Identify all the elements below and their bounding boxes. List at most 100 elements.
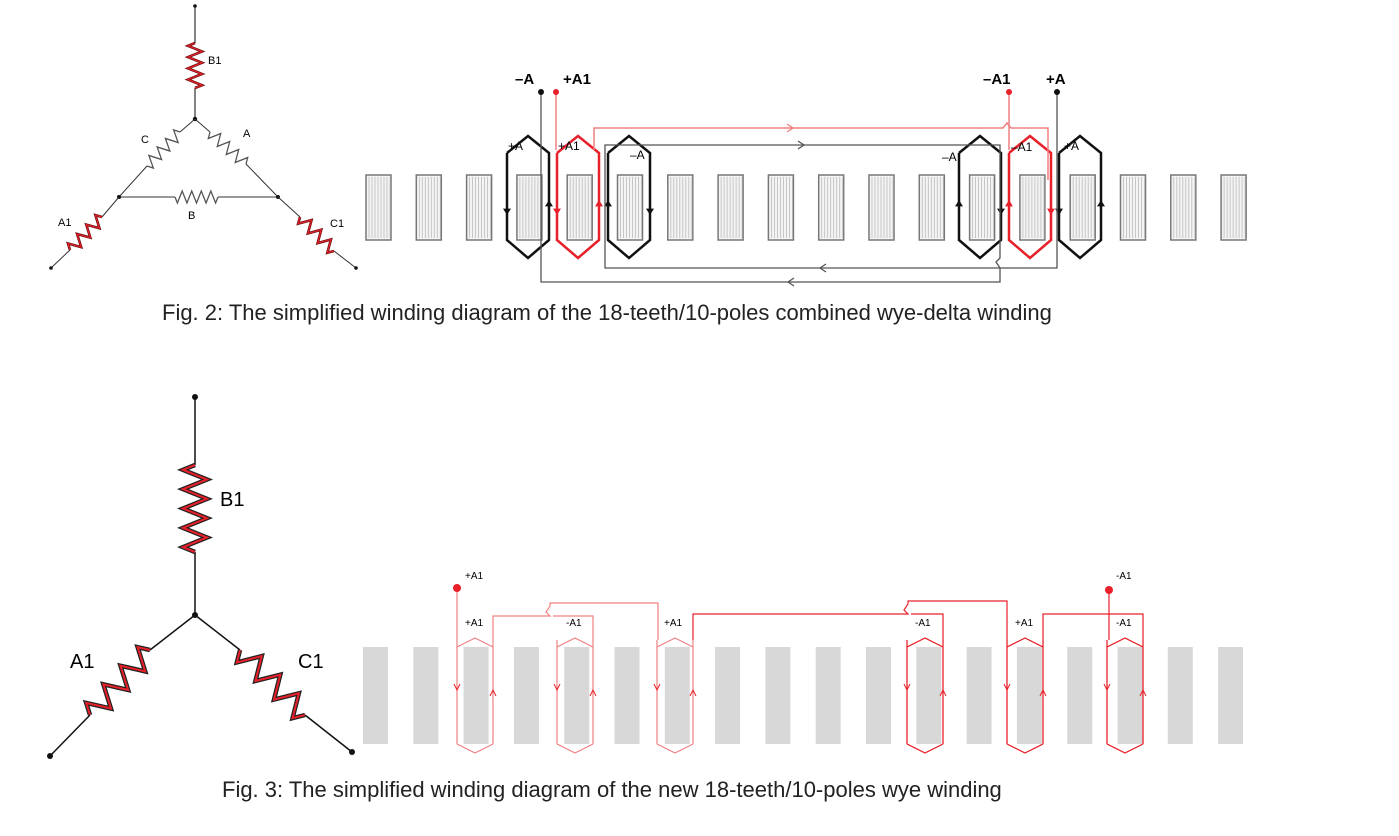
fig2-label-b: B xyxy=(188,210,195,222)
fig3-coil-label: -A1 xyxy=(1116,618,1132,629)
fig3-coil-label: +A1 xyxy=(1015,618,1034,629)
wire xyxy=(692,600,1008,640)
fig2-wye-delta-schematic xyxy=(49,4,358,270)
direction-arrow xyxy=(589,688,597,697)
fig3-coil-label: -A1 xyxy=(915,618,931,629)
fig2-coil-label: –A xyxy=(942,150,957,164)
winding-coil xyxy=(906,743,944,754)
terminal-dot xyxy=(1006,89,1012,95)
winding-coil xyxy=(906,637,944,648)
fig3-label-b1: B1 xyxy=(220,489,244,511)
fig3-wye-schematic xyxy=(47,394,355,759)
terminal-dot xyxy=(49,266,53,270)
wire xyxy=(49,714,91,757)
terminal-dot xyxy=(1054,89,1060,95)
terminal-dot xyxy=(553,89,559,95)
direction-arrow xyxy=(903,683,911,692)
winding-coil xyxy=(556,637,594,648)
winding-coil xyxy=(656,637,694,648)
winding-coil xyxy=(556,743,594,754)
terminal-dot xyxy=(349,749,355,755)
direction-arrow xyxy=(786,123,795,133)
wire xyxy=(492,602,659,640)
stator-tooth xyxy=(1117,647,1143,744)
fig2-coil-label: +A1 xyxy=(558,139,580,153)
coil-c1 xyxy=(297,216,335,254)
stator-tooth xyxy=(463,647,489,744)
fig2-label-a: A xyxy=(243,128,251,140)
wire xyxy=(304,714,353,753)
wire xyxy=(101,196,120,218)
direction-arrow xyxy=(1003,683,1011,692)
winding-coil xyxy=(1006,637,1044,648)
winding-coil xyxy=(456,637,494,648)
fig2-label-c: C xyxy=(141,134,149,146)
wire xyxy=(540,92,1058,283)
winding-coil xyxy=(906,637,944,648)
coil-a1 xyxy=(84,645,151,716)
direction-arrow xyxy=(1139,688,1147,697)
direction-arrow xyxy=(595,200,603,207)
stator-tooth xyxy=(966,647,992,744)
wire xyxy=(911,613,944,640)
winding-coil xyxy=(1057,134,1103,260)
winding-coil xyxy=(1006,637,1044,648)
direction-arrow xyxy=(503,208,511,215)
fig3-coil-label: -A1 xyxy=(566,618,582,629)
stator-tooth xyxy=(1218,647,1244,744)
coil-b xyxy=(174,189,219,205)
stator-tooth xyxy=(664,647,690,744)
direction-arrow xyxy=(689,688,697,697)
fig3-terminal-plus-a1: +A1 xyxy=(465,571,484,582)
fig2-coil-label: –A xyxy=(630,148,645,162)
stator-tooth xyxy=(564,647,590,744)
wire xyxy=(245,163,279,198)
winding-coil xyxy=(555,134,601,260)
terminal-dot xyxy=(192,394,198,400)
terminal-dot xyxy=(354,266,358,270)
terminal-dot xyxy=(453,584,461,592)
fig2-coil-label: –A1 xyxy=(1011,140,1033,154)
fig2-caption: Fig. 2: The simplified winding diagram o… xyxy=(162,300,1052,325)
wire xyxy=(553,615,594,640)
direction-arrow xyxy=(489,688,497,697)
stator-tooth xyxy=(363,647,388,744)
coil-b1 xyxy=(180,464,210,553)
stator-tooth xyxy=(1167,647,1193,744)
direction-arrow xyxy=(545,200,553,207)
direction-arrow xyxy=(1097,200,1105,207)
winding-coil xyxy=(1106,743,1144,754)
direction-arrow xyxy=(1039,688,1047,697)
winding-coil xyxy=(606,134,652,260)
winding-coil xyxy=(456,743,494,754)
fig3-label-c1: C1 xyxy=(298,651,324,673)
winding-coil xyxy=(1106,743,1144,754)
direction-arrow xyxy=(797,140,806,150)
stator-tooth xyxy=(866,647,891,744)
wire xyxy=(194,614,241,651)
stator-tooth xyxy=(614,647,640,744)
fig2-terminal-plus-a: +A xyxy=(1046,71,1066,88)
direction-arrow xyxy=(1047,208,1055,215)
coil-b1 xyxy=(186,42,204,89)
winding-coil xyxy=(957,134,1003,260)
terminal-dot xyxy=(47,753,53,759)
direction-arrow xyxy=(1055,208,1063,215)
stator-tooth xyxy=(765,647,791,744)
direction-arrow xyxy=(653,683,661,692)
direction-arrow xyxy=(604,200,612,207)
fig3-label-a1: A1 xyxy=(70,651,94,673)
coil-a1 xyxy=(67,214,103,251)
fig2-label-a1: A1 xyxy=(58,217,71,229)
coil-c xyxy=(146,128,181,170)
stator-tooth xyxy=(513,647,539,744)
fig2-terminal-minus-a1: –A1 xyxy=(983,71,1011,88)
winding-coil xyxy=(1007,134,1053,260)
terminal-dot xyxy=(1105,586,1113,594)
direction-arrow xyxy=(818,263,827,273)
wire xyxy=(50,249,71,269)
direction-arrow xyxy=(955,200,963,207)
wire xyxy=(194,118,211,133)
direction-arrow xyxy=(1103,683,1111,692)
fig2-label-c1: C1 xyxy=(330,218,344,230)
